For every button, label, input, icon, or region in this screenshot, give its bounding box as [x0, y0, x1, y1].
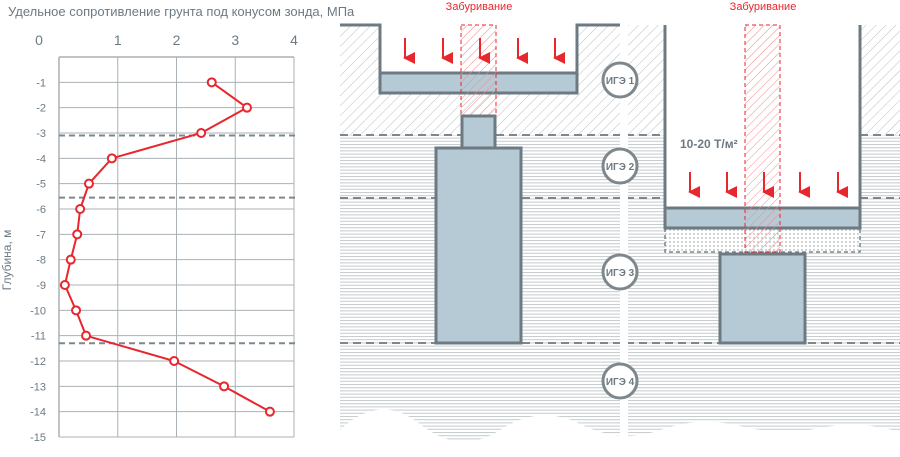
data-point: [169, 356, 180, 366]
drilling-label-left: Забуривание: [446, 1, 513, 13]
load-arrows-left: [403, 38, 565, 64]
x-tick-label: 2: [173, 32, 181, 48]
y-tick-label: -12: [30, 356, 46, 368]
y-tick-label: -8: [36, 255, 46, 267]
pit-walls-right: [663, 25, 862, 228]
separator-gap: [620, 25, 628, 445]
data-point: [72, 229, 83, 240]
data-point: [196, 128, 207, 138]
y-tick-label: -15: [30, 432, 46, 444]
y-tick-label: -10: [30, 305, 46, 317]
y-tick-label: -4: [36, 153, 46, 165]
chart: Удельное сопротивление грунта под конусо…: [0, 4, 355, 444]
layer-badge-ige2: ИГЭ 2: [601, 147, 639, 185]
layer-badge-ige4: ИГЭ 4: [601, 362, 639, 400]
y-tick-label: -9: [36, 280, 46, 292]
y-tick-label: -13: [30, 381, 46, 393]
y-tick-label: -6: [36, 204, 46, 216]
load-arrows-right: [688, 172, 848, 198]
data-point: [81, 330, 92, 341]
soil-diagram: Забуривание 10-20 Т/м² Забуривание ИГЭ 1…: [340, 1, 900, 445]
y-tick-label: -3: [36, 128, 46, 140]
data-point: [242, 102, 252, 113]
data-point: [65, 254, 76, 265]
foundation-block-right: [718, 252, 807, 345]
y-tick-label: -2: [36, 103, 46, 115]
y-axis-label: Глубина, м: [0, 230, 14, 291]
layer-badge-ige1: ИГЭ 1: [601, 61, 639, 99]
drilling-label-right: Забуривание: [730, 1, 797, 13]
layer-badge-ige3: ИГЭ 3: [601, 253, 639, 291]
data-point: [75, 204, 86, 214]
layer-label: ИГЭ 4: [606, 377, 635, 388]
layer-label: ИГЭ 3: [606, 268, 635, 279]
data-point: [219, 381, 230, 392]
y-tick-label: -14: [30, 407, 46, 419]
y-tick-label: -1: [36, 77, 46, 89]
data-point: [71, 305, 82, 316]
drilling-zone-right: [744, 24, 781, 253]
y-tick-label: -5: [36, 179, 46, 191]
y-tick-label: -7: [36, 229, 46, 241]
data-point: [83, 178, 94, 189]
drilling-zone-left: [460, 24, 497, 116]
layer-label: ИГЭ 2: [606, 162, 635, 173]
x-tick-label: 1: [114, 32, 122, 48]
data-point: [264, 406, 275, 417]
layer-label: ИГЭ 1: [606, 76, 635, 87]
data-point: [206, 77, 217, 88]
x-tick-label: 3: [231, 32, 239, 48]
chart-title: Удельное сопротивление грунта под конусо…: [8, 4, 355, 19]
x-tick-label: 0: [35, 32, 43, 48]
pile-cap-left: [460, 114, 497, 150]
x-tick-label: 4: [290, 32, 298, 48]
data-point: [59, 280, 70, 290]
series-line: [63, 81, 271, 413]
load-label: 10-20 Т/м²: [680, 137, 738, 151]
data-point: [106, 153, 117, 164]
pile-block-left: [434, 146, 523, 345]
y-tick-label: -11: [31, 331, 46, 343]
